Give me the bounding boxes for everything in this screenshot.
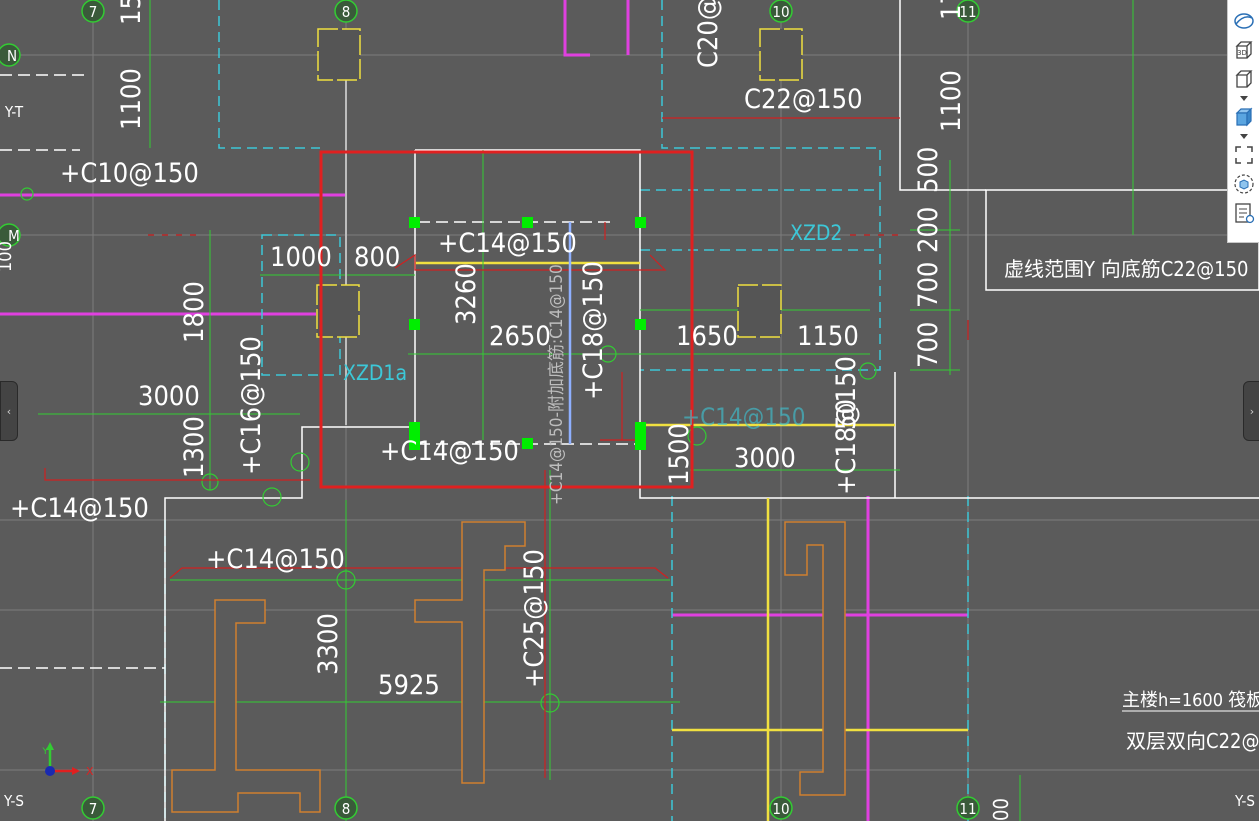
dropdown-caret[interactable] xyxy=(1231,95,1257,101)
dim-50: 50 xyxy=(831,399,862,430)
dim-00-bottom: 00 xyxy=(989,798,1013,821)
dim-1100-right: 1100 xyxy=(936,70,967,132)
dim-800: 800 xyxy=(354,242,400,273)
view-3d-button[interactable]: 3D xyxy=(1231,37,1257,63)
rebar-label-c22-top: C22@150 xyxy=(744,84,863,115)
properties-icon xyxy=(1234,203,1254,224)
dim-100-left: 100 xyxy=(0,241,16,272)
right-panel-toggle[interactable]: › xyxy=(1243,381,1259,441)
dim-1000: 1000 xyxy=(270,242,332,273)
axis-bubble-7-top: 7 xyxy=(89,3,98,21)
orbit-button[interactable] xyxy=(1231,8,1257,34)
zoom-extents-icon xyxy=(1234,146,1253,164)
chevron-right-icon: › xyxy=(1249,404,1255,418)
box-solid-button[interactable] xyxy=(1231,104,1257,130)
orange-shear-walls xyxy=(171,521,846,813)
dim-2650: 2650 xyxy=(489,321,551,352)
green-marker-circles xyxy=(20,187,877,713)
rebar-label-c18-vert: +C18@150 xyxy=(578,261,609,400)
axis-bubble-8-top: 8 xyxy=(342,3,351,21)
dim-1150: 1150 xyxy=(797,321,859,352)
ucs-x-label: X xyxy=(86,765,94,778)
ucs-y-label: Y xyxy=(42,747,49,757)
rebar-label-c14-top: +C14@150 xyxy=(438,228,577,259)
dim-1100-left: 1100 xyxy=(116,68,147,130)
rebar-label-c16: +C16@150 xyxy=(236,336,267,475)
rebar-label-c14-mid: +C14@150 xyxy=(206,544,345,575)
ucs-icon: Y X xyxy=(42,742,94,778)
dim-500: 500 xyxy=(913,147,944,193)
dim-5925: 5925 xyxy=(378,670,440,701)
properties-button[interactable] xyxy=(1231,200,1257,226)
axis-label-y-t: Y-T xyxy=(4,103,24,121)
rebar-label-c14-bottom: +C14@150 xyxy=(380,436,519,467)
dim-1300: 1300 xyxy=(179,416,210,478)
rebar-label-c10: +C10@150 xyxy=(60,158,199,189)
selection-grips[interactable] xyxy=(409,217,646,450)
zone-label-xzd2: XZD2 xyxy=(790,221,842,245)
rebar-label-added-bottom: +C14@150-附加底筋:C14@150 xyxy=(547,264,567,505)
isolate-button[interactable] xyxy=(1231,171,1257,197)
rebar-label-c25: +C25@150 xyxy=(519,549,550,688)
note-main-building: 主楼h=1600 筏板边界 xyxy=(1122,690,1259,711)
note-double-layer: 双层双向C22@150 xyxy=(1126,729,1259,753)
caret-down-icon xyxy=(1239,133,1248,139)
dropdown-caret-2[interactable] xyxy=(1231,133,1257,139)
axis-bubble-10-top: 10 xyxy=(772,3,789,21)
dim-1650: 1650 xyxy=(676,321,738,352)
rebar-label-c14-left: +C14@150 xyxy=(10,493,149,524)
rebar-label-c20-top: C20@150 xyxy=(693,0,724,68)
dim-1800: 1800 xyxy=(179,281,210,343)
rebar-label-c14-right: +C14@150 xyxy=(682,403,805,431)
dim-17-top: 17 xyxy=(936,0,967,20)
dim-3000-left: 3000 xyxy=(138,381,200,412)
dim-700-b: 700 xyxy=(913,322,944,368)
axis-bubble-n: N xyxy=(7,47,17,65)
dim-200: 200 xyxy=(913,207,944,253)
box-wire-icon xyxy=(1234,70,1253,88)
dim-700-a: 700 xyxy=(913,262,944,308)
axis-bubble-10-bottom: 10 xyxy=(772,800,789,818)
rebar-label-c18-right: +C18@150 xyxy=(831,356,862,495)
view-toolbar: 3D xyxy=(1227,0,1259,243)
left-panel-toggle[interactable]: ‹ xyxy=(0,381,18,441)
columns xyxy=(316,28,803,338)
view-3d-text: 3D xyxy=(1237,49,1247,57)
zone-label-xzd1a: XZD1a xyxy=(343,361,407,385)
isolate-icon xyxy=(1233,174,1254,194)
axis-label-y-s-right: Y-S xyxy=(1234,792,1255,810)
dim-3260: 3260 xyxy=(451,263,482,325)
green-dimension-lines xyxy=(38,0,1134,821)
magenta-beams xyxy=(0,0,968,821)
note-dashed-range: 虚线范围Y 向底筋C22@150 xyxy=(1004,257,1249,281)
box-solid-icon xyxy=(1235,107,1252,127)
axis-bubble-m: M xyxy=(8,227,20,245)
orbit-icon xyxy=(1233,13,1254,29)
box-wire-button[interactable] xyxy=(1231,66,1257,92)
axis-label-y-s-left: Y-S xyxy=(3,792,24,810)
axis-bubble-11-bottom: 11 xyxy=(959,800,976,818)
dim-3000-right: 3000 xyxy=(734,443,796,474)
axis-bubbles xyxy=(0,0,980,820)
red-rebar-lines xyxy=(44,117,969,778)
selection-window[interactable] xyxy=(319,150,694,489)
view-3d-icon: 3D xyxy=(1234,41,1253,59)
axis-bubble-7-bottom: 7 xyxy=(89,800,98,818)
axis-bubble-8-bottom: 8 xyxy=(342,800,351,818)
yellow-lines xyxy=(415,261,968,821)
dim-15-top: 15 xyxy=(116,0,147,25)
axis-bubble-11-top: 11 xyxy=(959,3,976,21)
zoom-extents-button[interactable] xyxy=(1231,142,1257,168)
dim-1500: 1500 xyxy=(664,423,695,485)
dim-3300: 3300 xyxy=(313,613,344,675)
caret-down-icon xyxy=(1239,95,1248,101)
chevron-left-icon: ‹ xyxy=(6,404,12,418)
